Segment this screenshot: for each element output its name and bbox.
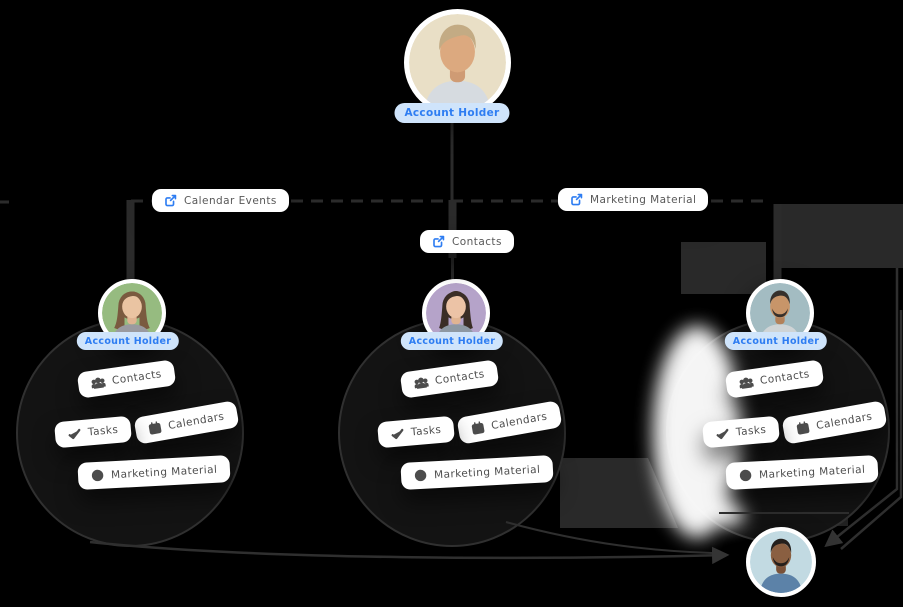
permission-label: Contacts — [759, 368, 811, 387]
account-3-pill-calendars: Calendars — [781, 400, 888, 445]
account-1-badge: Account Holder — [76, 332, 180, 350]
account-1-pill-contacts: Contacts — [76, 359, 177, 399]
share-pill-calendar-events: Calendar Events — [152, 189, 289, 212]
permission-label: Marketing Material — [758, 463, 866, 481]
arrow-center-to-member — [505, 521, 713, 554]
account-2-avatar-illustration — [426, 283, 486, 343]
tasks-check-icon — [716, 428, 730, 440]
marketing-target-icon — [414, 469, 428, 483]
calendars-icon — [470, 421, 485, 436]
root-account-avatar — [404, 9, 511, 116]
permission-label: Marketing Material — [110, 463, 218, 481]
contacts-icon — [739, 376, 755, 390]
account-3-pill-marketing-material: Marketing Material — [725, 455, 880, 490]
arrow-right-parallel — [840, 310, 903, 550]
contacts-icon — [91, 376, 107, 390]
permission-label: Calendars — [815, 409, 874, 432]
calendars-icon — [795, 421, 810, 436]
marketing-target-icon — [91, 469, 105, 483]
center-drop-line — [448, 200, 457, 258]
permission-label: Tasks — [735, 423, 767, 439]
share-icon — [570, 193, 583, 206]
left-drop-line — [126, 200, 135, 280]
account-3-pill-tasks: Tasks — [702, 415, 781, 449]
permission-label: Calendars — [490, 409, 549, 432]
permission-label: Tasks — [410, 423, 442, 439]
bottom-arrows — [89, 268, 903, 565]
shadow-patches — [560, 204, 903, 528]
root-account-badge: Account Holder — [394, 103, 510, 123]
permission-label: Marketing Material — [433, 463, 541, 481]
calendars-icon — [147, 421, 162, 436]
share-pill-label: Contacts — [452, 235, 502, 248]
share-pill-label: Calendar Events — [184, 194, 277, 207]
account-1-pill-marketing-material: Marketing Material — [77, 455, 232, 490]
account-2-pill-contacts: Contacts — [399, 359, 500, 399]
share-icon — [164, 194, 177, 207]
account-2-pill-calendars: Calendars — [456, 400, 563, 445]
drop-strips — [126, 200, 782, 280]
team-member-avatar-illustration — [750, 531, 812, 593]
account-1-pill-tasks: Tasks — [54, 415, 133, 449]
account-2-badge: Account Holder — [400, 332, 504, 350]
permission-label: Tasks — [87, 423, 119, 439]
permission-label: Contacts — [111, 368, 163, 387]
permission-label: Contacts — [434, 368, 486, 387]
permission-label: Calendars — [167, 409, 226, 432]
share-pill-contacts: Contacts — [420, 230, 514, 253]
account-3-pill-contacts: Contacts — [724, 359, 825, 399]
account-1-pill-calendars: Calendars — [133, 400, 240, 445]
share-icon — [432, 235, 445, 248]
share-pill-label: Marketing Material — [590, 193, 697, 206]
arrow-right-to-member — [824, 268, 899, 548]
account-2-pill-tasks: Tasks — [377, 415, 456, 449]
tasks-check-icon — [391, 428, 405, 440]
tasks-check-icon — [68, 428, 82, 440]
account-2-pill-marketing-material: Marketing Material — [400, 455, 555, 490]
share-pill-marketing-material: Marketing Material — [558, 188, 709, 211]
account-3-badge: Account Holder — [724, 332, 828, 350]
root-avatar-illustration — [409, 14, 506, 111]
right-drop-line — [773, 204, 782, 280]
marketing-target-icon — [739, 469, 753, 483]
team-member-avatar — [746, 527, 816, 597]
arrow-left-to-member — [89, 540, 730, 565]
contacts-icon — [414, 376, 430, 390]
